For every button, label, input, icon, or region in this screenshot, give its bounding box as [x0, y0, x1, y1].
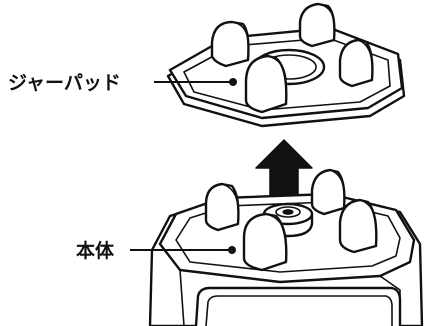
main-body-tab-back-left: [204, 182, 240, 232]
jar-pad: [166, 2, 406, 128]
jar-pad-label: ジャーパッド: [8, 72, 121, 94]
main-body-front-panel-inner: [205, 295, 393, 326]
main-body-leader-dot: [228, 246, 236, 254]
jar-pad-tab-back-left: [210, 20, 250, 68]
jar-pad-tab-right: [338, 38, 374, 88]
main-body: [148, 168, 424, 326]
main-body-tab-front: [242, 212, 288, 272]
jar-pad-tab-back-right: [298, 2, 336, 48]
jar-pad-inner-rim: [183, 37, 391, 111]
main-body-label: 本体: [76, 239, 115, 262]
jar-pad-tab-front: [244, 54, 288, 114]
main-body-tab-right: [338, 198, 378, 254]
main-body-side-edge: [179, 269, 185, 326]
main-body-front-panel: [194, 286, 402, 326]
main-body-tab-back-right: [310, 168, 346, 216]
